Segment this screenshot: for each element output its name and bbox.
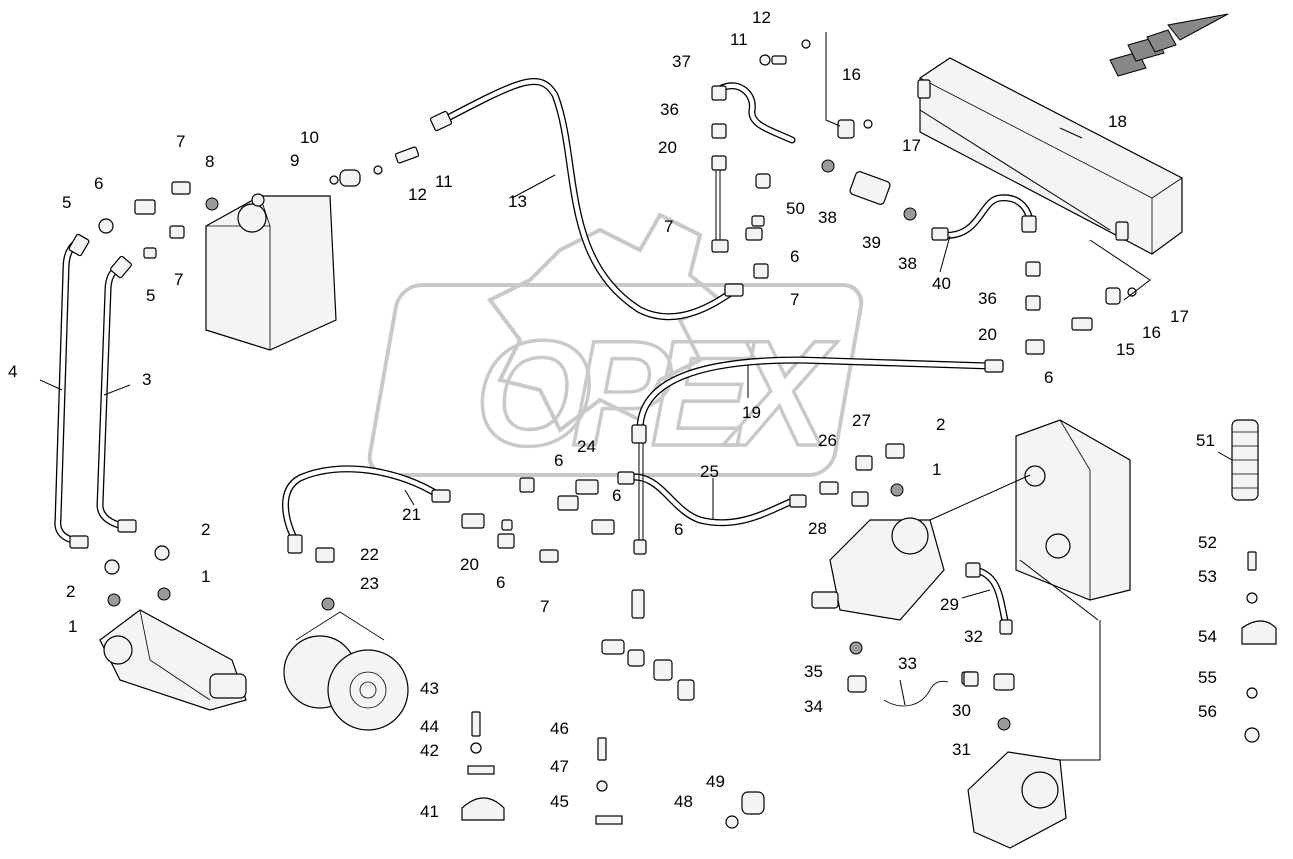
callout-36b: 36 (978, 289, 997, 308)
callout-28: 28 (808, 519, 827, 538)
callout-48: 48 (674, 792, 693, 811)
callout-24: 24 (577, 437, 596, 456)
callout-30: 30 (952, 701, 971, 720)
callout-9: 9 (290, 151, 299, 170)
callout-32: 32 (964, 627, 983, 646)
callout-12b: 12 (408, 185, 427, 204)
callout-5b: 5 (146, 286, 155, 305)
right-pump (811, 517, 945, 621)
callout-17a: 17 (902, 136, 921, 155)
callout-labels: 12 11 37 16 36 18 10 7 20 17 9 8 6 11 12… (8, 8, 1217, 821)
callout-4: 4 (8, 362, 17, 381)
callout-27: 27 (852, 411, 871, 430)
callout-18: 18 (1108, 112, 1127, 131)
callout-31: 31 (952, 740, 971, 759)
pipes (638, 168, 721, 545)
callout-6b: 6 (790, 247, 799, 266)
callout-36a: 36 (660, 100, 679, 119)
callout-37: 37 (672, 52, 691, 71)
callout-52: 52 (1198, 533, 1217, 552)
callout-51: 51 (1196, 431, 1215, 450)
callout-6e: 6 (612, 486, 621, 505)
callout-7a: 7 (176, 132, 185, 151)
callout-35: 35 (804, 662, 823, 681)
callout-13: 13 (508, 192, 527, 211)
callout-50: 50 (786, 199, 805, 218)
callout-54: 54 (1198, 627, 1217, 646)
callout-11b: 11 (435, 172, 453, 191)
hydraulic-tank (205, 193, 337, 351)
callout-6f: 6 (674, 520, 683, 539)
callout-17b: 17 (1170, 307, 1189, 326)
callout-5a: 5 (62, 193, 71, 212)
callout-7b: 7 (664, 217, 673, 236)
callout-41: 41 (420, 802, 439, 821)
callout-15: 15 (1116, 340, 1135, 359)
callout-2a: 2 (936, 415, 945, 434)
left-pump (99, 609, 247, 711)
callout-46: 46 (550, 719, 569, 738)
callout-53: 53 (1198, 567, 1217, 586)
leader-lines (39, 32, 1233, 761)
cooler (917, 57, 1183, 255)
callout-11a: 11 (730, 30, 748, 49)
callout-34: 34 (804, 697, 823, 716)
callout-49: 49 (706, 772, 725, 791)
direction-arrow-icon (1109, 13, 1229, 77)
callout-3: 3 (142, 370, 151, 389)
callout-6a: 6 (94, 174, 103, 193)
callout-43: 43 (420, 679, 439, 698)
callout-6g: 6 (496, 573, 505, 592)
callout-12a: 12 (752, 8, 771, 27)
callout-40: 40 (932, 274, 951, 293)
callout-42: 42 (420, 741, 439, 760)
callout-2b: 2 (201, 520, 210, 539)
callout-39: 39 (862, 233, 881, 252)
callout-20a: 20 (658, 138, 677, 157)
callout-2c: 2 (66, 582, 75, 601)
callout-55: 55 (1198, 668, 1217, 687)
callout-1c: 1 (68, 617, 77, 636)
callout-44: 44 (420, 717, 439, 736)
callout-38a: 38 (818, 208, 837, 227)
callout-1a: 1 (932, 460, 941, 479)
gearbox (1015, 419, 1131, 601)
callout-19: 19 (742, 403, 761, 422)
callout-23: 23 (360, 574, 379, 593)
center-motor (283, 611, 409, 731)
callout-47: 47 (550, 757, 569, 776)
callout-38b: 38 (898, 254, 917, 273)
callout-33: 33 (898, 654, 917, 673)
callout-22: 22 (360, 545, 379, 564)
lower-motor (967, 751, 1067, 849)
callout-8: 8 (205, 152, 214, 171)
callout-16b: 16 (1142, 323, 1161, 342)
callout-10: 10 (300, 128, 319, 147)
hose-fittings (68, 110, 1037, 635)
callout-1b: 1 (201, 567, 210, 586)
fittings (98, 39, 1277, 829)
callout-16a: 16 (842, 65, 861, 84)
callout-6c: 6 (1044, 368, 1053, 387)
callout-56: 56 (1198, 702, 1217, 721)
callout-20c: 20 (460, 555, 479, 574)
callout-7c: 7 (174, 270, 183, 289)
callout-29: 29 (940, 595, 959, 614)
callout-45: 45 (550, 792, 569, 811)
callout-25: 25 (700, 462, 719, 481)
callout-21: 21 (402, 505, 421, 524)
callout-6d: 6 (554, 451, 563, 470)
callout-20b: 20 (978, 325, 997, 344)
callout-7e: 7 (540, 597, 549, 616)
callout-26: 26 (818, 431, 837, 450)
callout-7d: 7 (790, 290, 799, 309)
